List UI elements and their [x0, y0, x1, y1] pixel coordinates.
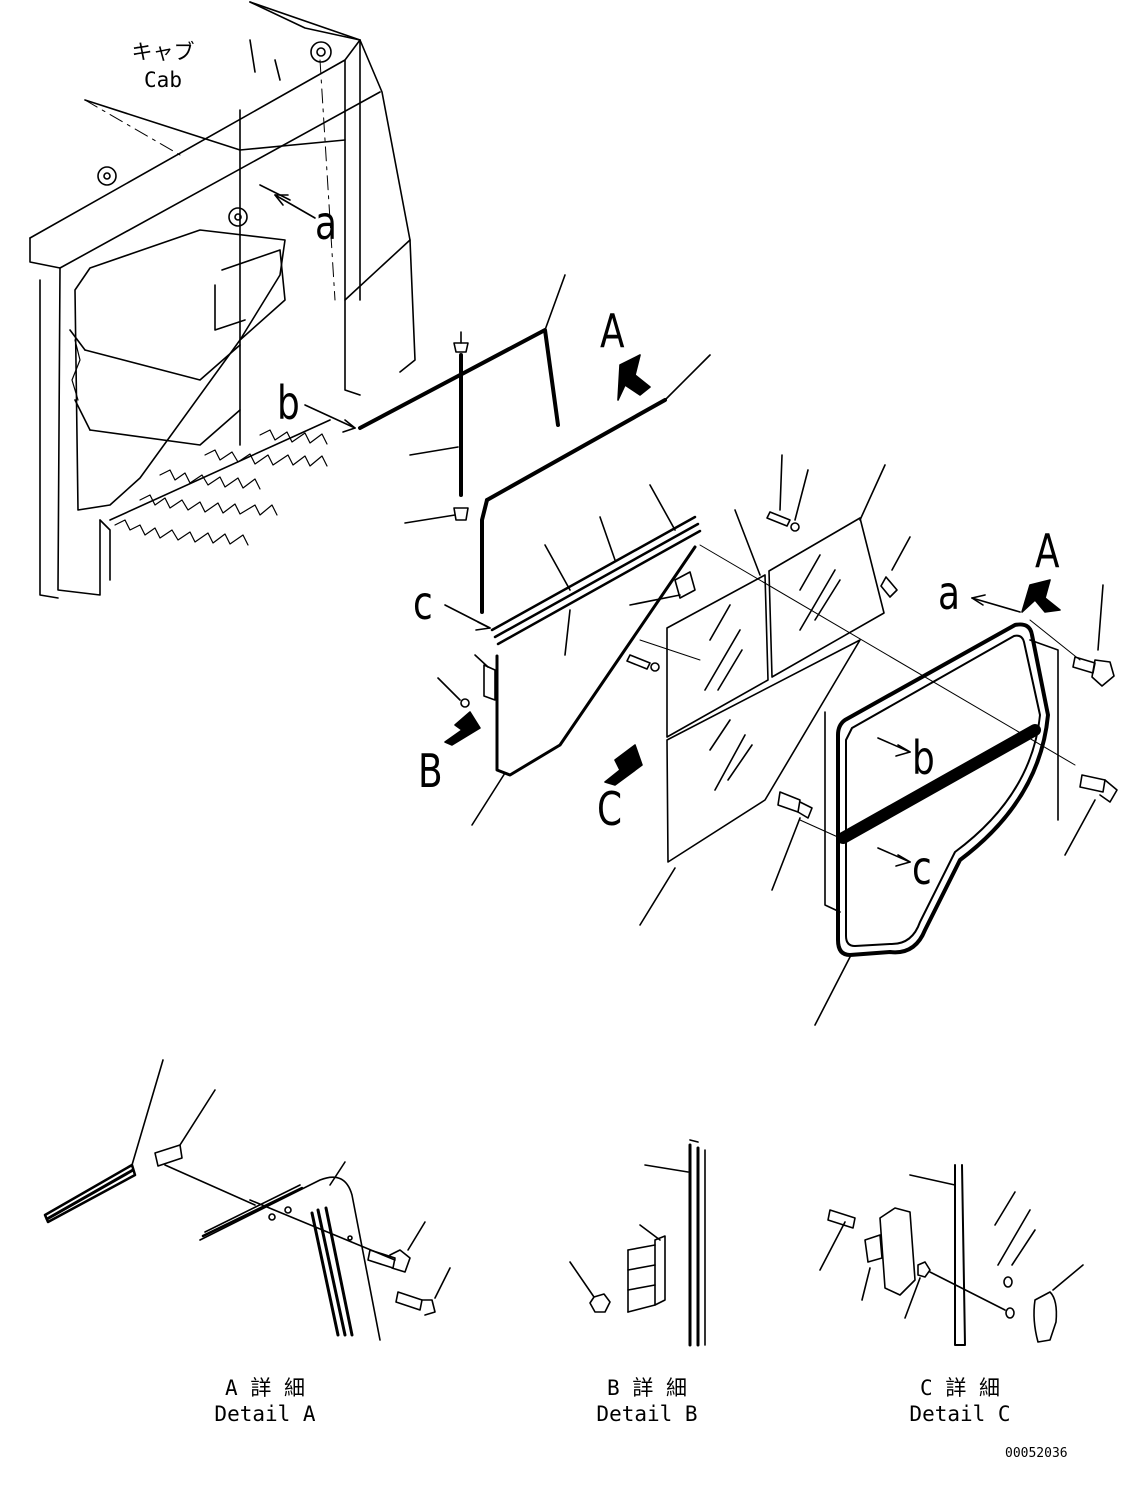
glass-panels — [639, 464, 911, 926]
guide-lines — [639, 544, 1081, 839]
detail-b-drawing — [569, 1139, 706, 1347]
callout-a-top: a — [315, 196, 337, 250]
detail-c-drawing — [819, 1164, 1084, 1346]
callout-B: B — [418, 744, 443, 798]
small-bolts — [437, 454, 809, 708]
detail-a-drawing — [43, 1059, 451, 1341]
cab-dashed-lines — [84, 59, 336, 301]
figure-number: 00052036 — [1005, 1446, 1068, 1461]
cab-title-en: Cab — [144, 68, 182, 92]
callout-a-right: a — [938, 566, 960, 620]
callout-A-right: A — [1035, 524, 1060, 578]
detail-a-caption-jp: A 詳 細 — [225, 1376, 305, 1400]
detail-b-caption-en: Detail B — [596, 1402, 698, 1426]
callout-c-right: c — [912, 841, 932, 895]
large-bolts — [771, 584, 1118, 891]
callout-arrows — [444, 354, 1061, 786]
vertical-rod — [404, 331, 469, 524]
door-top-rail — [358, 274, 711, 614]
detail-c-caption-en: Detail C — [909, 1402, 1011, 1426]
detail-b-caption-jp: B 詳 細 — [607, 1376, 687, 1400]
callout-c-left: c — [413, 576, 433, 630]
pointer-arrows — [274, 194, 1021, 867]
detail-c-caption-jp: C 詳 細 — [920, 1376, 1000, 1400]
callout-A-top: A — [600, 304, 625, 358]
cab-frame — [29, 1, 416, 599]
door-left-panel — [471, 545, 697, 826]
door-frame — [814, 622, 1059, 1026]
cab-weld-pattern — [71, 339, 328, 546]
detail-a-caption-en: Detail A — [214, 1402, 316, 1426]
callout-C: C — [597, 782, 623, 836]
callout-b-top: b — [277, 376, 300, 430]
cab-title-jp: キャブ — [131, 40, 195, 64]
callout-b-right: b — [912, 731, 935, 785]
seal-strips — [490, 484, 702, 656]
